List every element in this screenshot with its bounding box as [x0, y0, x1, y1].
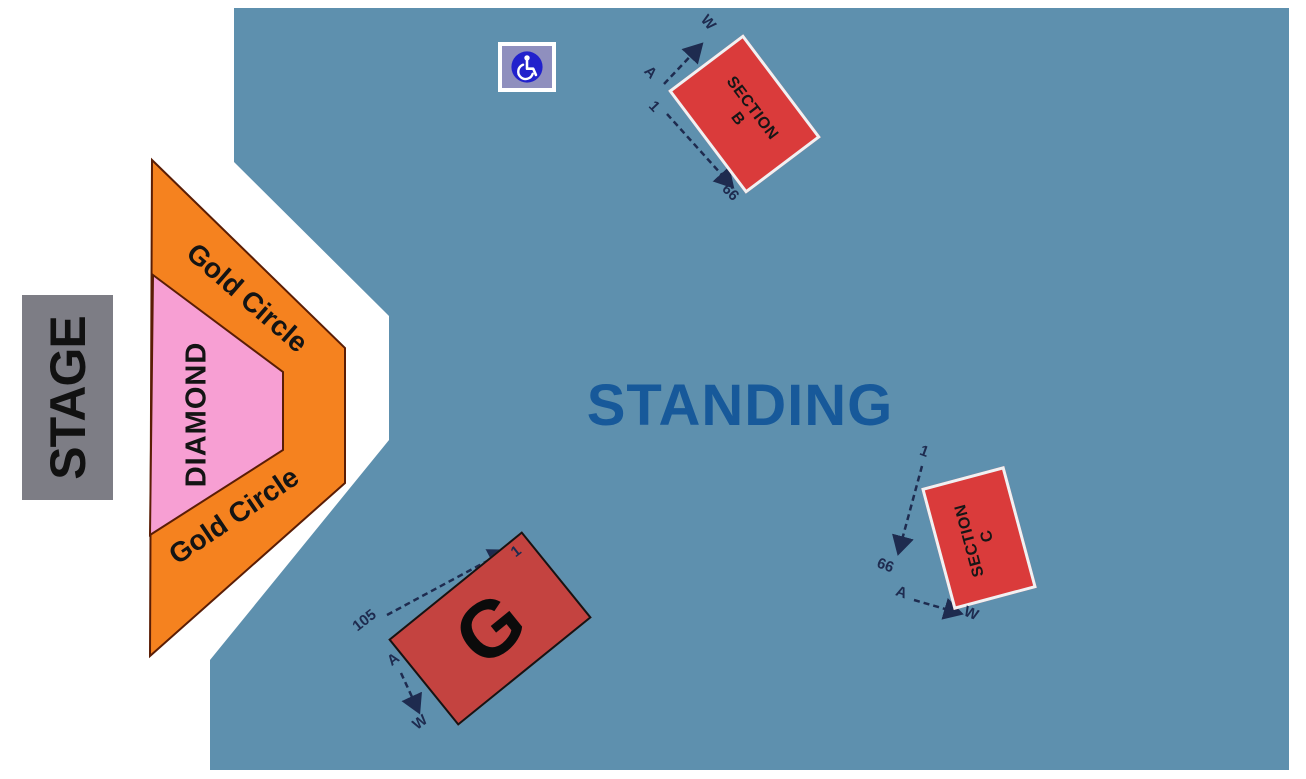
diamond-label: DIAMOND — [180, 341, 213, 488]
stage-block: STAGE — [22, 295, 113, 500]
section-g-row-direction-arrow — [399, 672, 422, 715]
standing-area-label: STANDING — [586, 373, 894, 438]
stage-label: STAGE — [39, 315, 96, 480]
section-b-row-direction-arrow — [663, 42, 704, 85]
diamond-shape[interactable] — [148, 273, 284, 537]
section-b-name-line1: SECTION — [722, 73, 782, 144]
section-b-seat-range-line — [666, 113, 735, 189]
section-c-row-direction-arrow — [913, 598, 964, 620]
section-c-seat-range-line — [892, 465, 924, 556]
accessible-seating-button[interactable] — [498, 42, 556, 92]
section-g-name: G — [437, 573, 542, 683]
wheelchair-accessible-icon — [511, 51, 543, 83]
section-c-name-line2: C — [977, 527, 997, 544]
